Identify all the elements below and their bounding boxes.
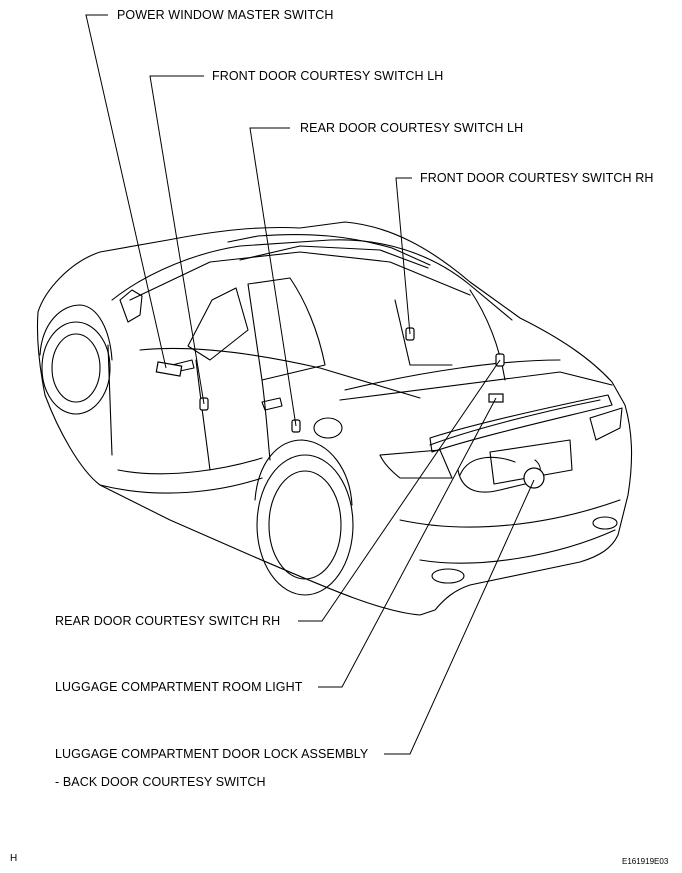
power-window-master-switch-mark [155,361,183,377]
leader-front-door-courtesy-switch-lh [149,75,205,405]
label-rear-door-courtesy-switch-rh: REAR DOOR COURTESY SWITCH RH [55,614,281,628]
leader-power-window-master-switch [85,14,167,369]
leader-luggage-compartment-room-light [318,397,497,688]
leader-rear-door-courtesy-switch-rh [298,359,501,622]
leader-front-door-courtesy-switch-rh [395,177,412,335]
leader-lines [85,14,535,755]
label-back-door-courtesy-switch: - BACK DOOR COURTESY SWITCH [55,775,266,789]
component-marks [155,327,545,489]
leader-luggage-compartment-door-lock [384,479,535,755]
label-luggage-compartment-room-light: LUGGAGE COMPARTMENT ROOM LIGHT [55,680,303,694]
leader-rear-door-courtesy-switch-lh [249,127,297,427]
luggage-compartment-door-lock-mark [523,467,545,489]
label-front-door-courtesy-switch-rh: FRONT DOOR COURTESY SWITCH RH [420,171,654,185]
label-rear-door-courtesy-switch-lh: REAR DOOR COURTESY SWITCH LH [300,121,524,135]
label-power-window-master-switch: POWER WINDOW MASTER SWITCH [117,8,334,22]
label-luggage-compartment-door-lock-assembly: LUGGAGE COMPARTMENT DOOR LOCK ASSEMBLY [55,747,369,761]
figure-id: E161919E03 [622,857,669,866]
label-front-door-courtesy-switch-lh: FRONT DOOR COURTESY SWITCH LH [212,69,444,83]
car-outline [36,221,633,616]
corner-mark: H [10,853,18,864]
